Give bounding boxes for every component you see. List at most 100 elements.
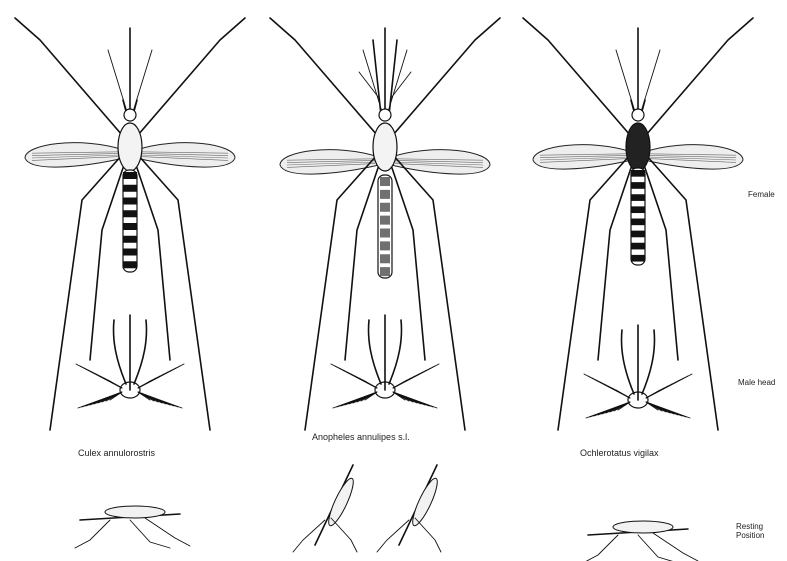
abdomen-band	[631, 243, 645, 250]
palp-right	[389, 40, 397, 115]
resting-wing	[325, 476, 358, 528]
wing-right	[136, 143, 235, 167]
abdomen-band	[631, 255, 645, 262]
wing-right	[644, 145, 743, 169]
antenna-plume	[393, 364, 439, 388]
antenna-whorl-right	[391, 72, 411, 98]
resting-leg	[145, 518, 190, 546]
resting-wing	[105, 506, 165, 518]
wing-left	[25, 143, 124, 167]
abdomen-spot	[380, 229, 390, 238]
resting-leg	[638, 535, 678, 561]
abdomen-spot	[380, 216, 390, 225]
specimen-anopheles	[270, 18, 500, 552]
head	[632, 109, 644, 121]
antenna-plume	[646, 402, 690, 418]
male-palp	[389, 320, 402, 384]
antenna-plume	[138, 364, 184, 388]
thorax	[118, 123, 142, 171]
resting-leg	[583, 535, 618, 561]
wing-left	[533, 145, 632, 169]
leg-4	[598, 165, 632, 360]
leg-5	[644, 165, 678, 360]
leg-3	[138, 155, 210, 430]
resting-posture-sketch	[75, 506, 190, 548]
abdomen-band	[123, 198, 137, 205]
row-label-male-head: Male head	[738, 378, 775, 387]
abdomen-band	[631, 231, 645, 238]
resting-posture-sketch	[293, 465, 441, 552]
antenna-plume	[586, 402, 630, 418]
male-palp	[114, 320, 127, 384]
abdomen-spot	[380, 203, 390, 212]
leg-3	[393, 155, 465, 430]
abdomen-spot	[380, 241, 390, 250]
antenna-plume	[76, 364, 122, 388]
thorax	[373, 123, 397, 171]
resting-wing	[613, 521, 673, 533]
resting-leg	[377, 520, 409, 552]
abdomen-band	[631, 170, 645, 177]
row-label-female: Female	[748, 190, 775, 199]
abdomen-band	[123, 261, 137, 268]
abdomen-band	[123, 172, 137, 179]
antenna-plume	[138, 392, 182, 408]
leg-2	[50, 155, 122, 430]
leg-4	[90, 165, 124, 360]
leg-5	[391, 165, 425, 360]
antenna-whorl-left	[359, 72, 379, 98]
resting-leg	[293, 520, 325, 552]
resting-leg	[653, 533, 698, 561]
palp-left	[373, 40, 381, 115]
species-label-ochlerotatus: Ochlerotatus vigilax	[580, 448, 659, 458]
resting-leg	[130, 520, 170, 548]
abdomen-band	[123, 210, 137, 217]
abdomen-band	[123, 223, 137, 230]
leg-5	[136, 165, 170, 360]
antenna-plume	[584, 374, 630, 398]
resting-posture-sketch	[583, 521, 698, 561]
leg-0	[270, 18, 377, 135]
leg-1	[393, 18, 500, 135]
abdomen-band	[631, 182, 645, 189]
specimen-ochlerotatus	[523, 18, 753, 561]
abdomen-band	[631, 194, 645, 201]
row-label-resting: Resting Position	[736, 522, 780, 540]
abdomen-spot	[380, 254, 390, 263]
leg-2	[305, 155, 377, 430]
species-label-culex: Culex annulorostris	[78, 448, 155, 458]
leg-2	[558, 155, 630, 430]
antenna-plume	[393, 392, 437, 408]
leg-1	[138, 18, 245, 135]
antenna-plume	[78, 392, 122, 408]
abdomen-spot	[380, 190, 390, 199]
leg-4	[345, 165, 379, 360]
abdomen-band	[631, 219, 645, 226]
leg-0	[15, 18, 122, 135]
male-palp	[642, 330, 655, 394]
leg-3	[646, 155, 718, 430]
abdomen-spot	[380, 177, 390, 186]
abdomen-spot	[380, 267, 390, 276]
leg-1	[646, 18, 753, 135]
head	[124, 109, 136, 121]
head	[379, 109, 391, 121]
antenna-plume	[331, 364, 377, 388]
thorax	[626, 123, 650, 171]
male-palp	[369, 320, 382, 384]
species-label-anopheles: Anopheles annulipes s.l.	[312, 432, 410, 442]
resting-wing	[409, 476, 442, 528]
abdomen-band	[123, 236, 137, 243]
resting-leg	[75, 520, 110, 548]
abdomen-band	[123, 185, 137, 192]
antenna-plume	[646, 374, 692, 398]
male-palp	[622, 330, 635, 394]
leg-0	[523, 18, 630, 135]
antenna-plume	[333, 392, 377, 408]
male-palp	[134, 320, 147, 384]
specimen-culex	[15, 18, 245, 548]
abdomen-band	[123, 249, 137, 256]
abdomen-band	[631, 206, 645, 213]
